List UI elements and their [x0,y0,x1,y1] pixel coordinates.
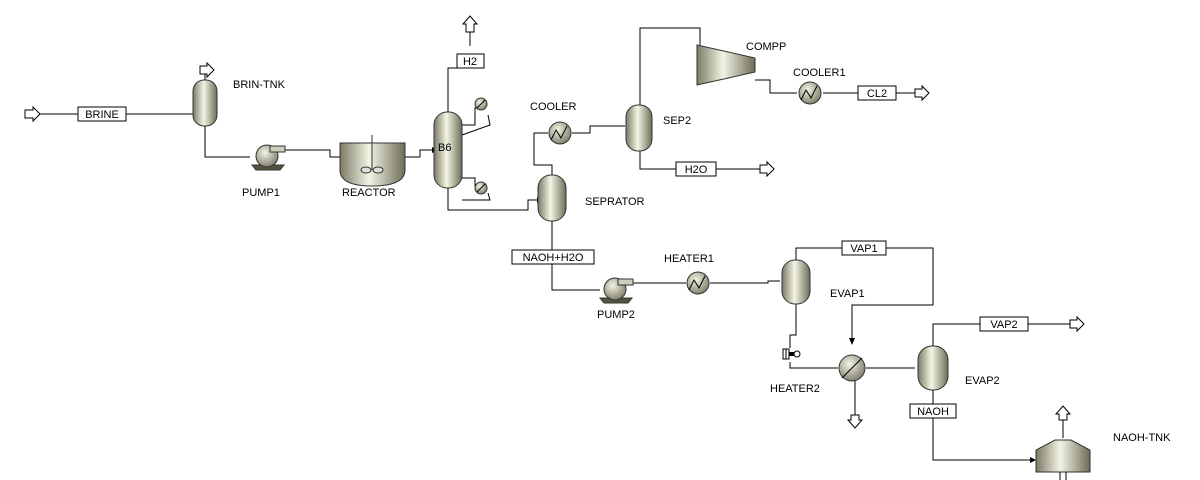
naoh-tnk[interactable] [1035,439,1091,480]
stream-line-evap1-to-valve[interactable] [789,302,797,348]
stream-tag-naoh-h2o[interactable]: NAOH+H2O [511,249,595,265]
stream-tag-naoh[interactable]: NAOH [909,403,957,419]
compp-compressor[interactable] [696,44,756,86]
label-compp: COMPP [746,41,786,53]
stream-line-pump1-to-reactor[interactable] [285,149,340,158]
label-evap2: EVAP2 [965,375,1000,387]
stream-line-sep2-to-compp[interactable] [639,27,701,105]
b6-column[interactable] [433,97,488,195]
stream-line-cooler-to-sep2[interactable] [572,125,625,134]
cooler1-exchanger[interactable] [798,81,822,105]
label-pump1: PUMP1 [242,187,280,199]
label-seprator: SEPRATOR [585,196,645,208]
condensate-outlet-arrow-icon [846,414,864,429]
stream-line-heater1-to-evap1[interactable] [710,280,780,284]
svg-text:NAOH+H2O: NAOH+H2O [523,252,584,264]
pump2[interactable] [598,277,634,304]
pump1[interactable] [250,144,286,171]
equipment-labels: BRIN-TNK PUMP1 REACTOR B6 COOLER SEP2 CO… [233,41,1171,444]
label-cooler: COOLER [530,101,577,113]
label-brin-tnk: BRIN-TNK [233,79,286,91]
h2-outlet-arrow-icon [461,15,479,33]
stream-line-vap1[interactable] [795,247,934,340]
label-evap1: EVAP1 [830,288,865,300]
label-naoh-tnk: NAOH-TNK [1113,432,1171,444]
reactor-vessel[interactable] [339,135,406,187]
label-heater1: HEATER1 [664,253,714,265]
stream-arrows [24,15,1085,463]
cl2-outlet-arrow-icon [914,84,930,102]
svg-text:H2O: H2O [685,164,708,176]
stream-line-reactor-to-b6[interactable] [405,149,432,158]
label-reactor: REACTOR [342,187,396,199]
flow-arrow-icon [849,338,855,345]
stream-line-tank-to-pump1[interactable] [204,126,250,158]
stream-line-naoh-h2o[interactable] [551,220,600,291]
svg-text:VAP1: VAP1 [850,243,877,255]
stream-line-h2o[interactable] [639,145,760,170]
stream-tag-cl2[interactable]: CL2 [857,85,897,101]
svg-text:NAOH: NAOH [917,406,949,418]
evap1-vessel[interactable] [781,259,811,305]
stream-tag-brine[interactable]: BRINE [77,106,127,122]
vap2-outlet-arrow-icon [1069,315,1085,333]
svg-text:VAP2: VAP2 [990,319,1017,331]
seprator-vessel[interactable] [537,174,567,222]
stream-labels: BRINE H2 CL2 H2O NAOH+H2O VAP1 VAP2 NAO [77,53,1029,419]
label-heater2: HEATER2 [770,383,820,395]
stream-line-compp-to-cooler1[interactable] [755,79,797,94]
valve-icon[interactable] [782,348,801,360]
heater2-exchanger[interactable] [838,354,866,382]
flow-arrow-icon [1030,457,1036,463]
brine-feed-arrow-icon [24,105,41,123]
svg-text:BRINE: BRINE [85,109,119,121]
stream-line-valve-to-heater2[interactable] [789,362,838,369]
label-cooler1: COOLER1 [793,67,846,79]
stream-line-seprator-to-cooler[interactable] [533,132,553,175]
label-b6: B6 [438,142,451,154]
label-pump2: PUMP2 [597,309,635,321]
stream-lines [40,27,1070,461]
cooler-exchanger[interactable] [548,121,572,145]
brin-tnk-vessel[interactable] [192,79,218,127]
stream-tag-vap1[interactable]: VAP1 [841,240,887,256]
svg-text:CL2: CL2 [867,88,887,100]
heater1-exchanger[interactable] [686,271,710,295]
label-sep2: SEP2 [663,115,691,127]
naoh-tnk-vent-arrow-icon [1054,405,1072,421]
sep2-vessel[interactable] [625,104,653,152]
stream-tag-h2o[interactable]: H2O [675,161,717,177]
brin-tnk-vent-arrow-icon [199,61,215,79]
evap2-vessel[interactable] [917,345,949,391]
stream-tag-vap2[interactable]: VAP2 [979,316,1029,332]
svg-text:H2: H2 [463,56,477,68]
stream-line-b6-to-seprator[interactable] [447,188,537,211]
stream-tag-h2[interactable]: H2 [456,53,485,69]
stream-line-naoh[interactable] [932,388,1030,461]
h2o-outlet-arrow-icon [759,160,775,178]
